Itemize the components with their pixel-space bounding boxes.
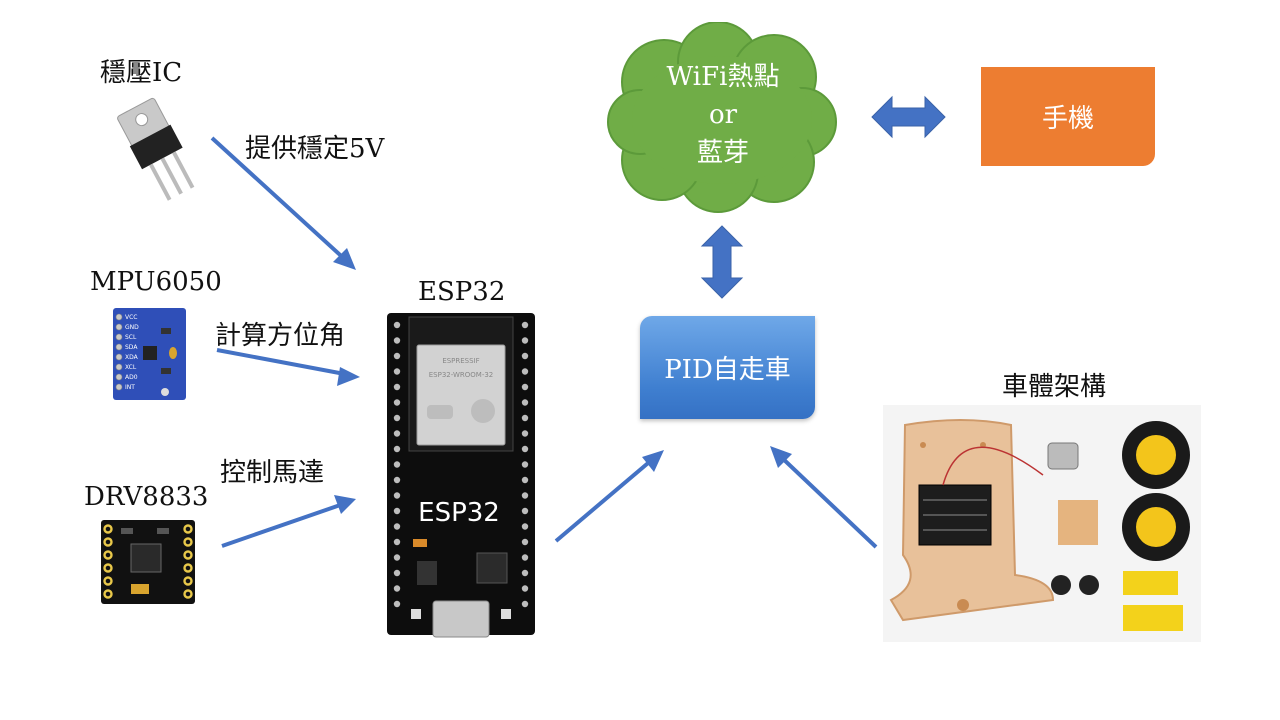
mpu-pin-label: AD0 — [125, 374, 138, 381]
header-pin — [521, 368, 529, 375]
header-pin — [521, 383, 529, 391]
header-pin — [521, 538, 529, 546]
header-pin — [521, 492, 529, 499]
pid-car-box-label: PID自走車 — [664, 355, 791, 385]
header-pin — [521, 414, 529, 422]
arrowhead — [337, 367, 360, 386]
arrow-regulator-to-esp32 — [210, 136, 352, 266]
header-pin — [393, 476, 401, 484]
cloud-text: WiFi熱點 or 藍芽 — [612, 58, 834, 172]
header-pin — [521, 476, 529, 484]
header-pin — [393, 368, 401, 375]
header-pin — [393, 569, 401, 577]
header-pin — [521, 399, 529, 406]
module-brand-text: ESPRESSIF — [442, 357, 479, 365]
drv-description: 控制馬達 — [220, 458, 325, 488]
mpu-pin-label: XCL — [125, 364, 137, 371]
connectivity-cloud — [607, 22, 837, 213]
header-pin — [521, 585, 529, 592]
header-pin — [393, 399, 401, 406]
header-pin — [393, 445, 401, 453]
esp32-board-text: ESP32 — [418, 498, 500, 528]
esp32-title: ESP32 — [418, 277, 506, 307]
mpu-pin-label: VCC — [125, 314, 137, 321]
header-pin — [393, 337, 401, 344]
cloud-line-bluetooth: 藍芽 — [696, 138, 749, 168]
phone-box: 手機 — [981, 67, 1155, 166]
arrowhead — [642, 450, 664, 472]
arrow-chassis-to-pid — [778, 454, 878, 549]
header-pin — [521, 461, 529, 468]
header-pin — [393, 383, 401, 391]
arrowhead — [334, 495, 356, 514]
header-pin — [393, 523, 401, 530]
arrow-drv-to-esp32 — [221, 501, 347, 548]
header-pin — [393, 430, 401, 437]
phone-box-label: 手機 — [1041, 104, 1094, 134]
header-pin — [393, 492, 401, 499]
arrow-esp32-to-pid — [554, 456, 656, 543]
mpu-description: 計算方位角 — [215, 321, 346, 351]
header-pin — [393, 414, 401, 422]
module-model-text: ESP32-WROOM-32 — [429, 371, 494, 379]
header-pin — [521, 321, 529, 329]
esp32-board-image: ESPRESSIF ESP32-WROOM-32 ESP32 — [387, 313, 535, 638]
mpu6050-board-image: VCC GND SCL SDA XDA XCL AD0 INT — [113, 308, 186, 400]
header-pin — [393, 507, 401, 515]
header-pin — [521, 523, 529, 530]
header-pin — [521, 569, 529, 577]
mpu-pin-label: XDA — [125, 354, 139, 361]
mpu-title: MPU6050 — [90, 267, 222, 297]
header-pin — [393, 585, 401, 592]
drv-title: DRV8833 — [84, 482, 209, 512]
regulator-title: 穩壓IC — [100, 58, 183, 88]
mpu-pin-label: GND — [125, 324, 139, 331]
double-arrow-cloud-pid — [700, 225, 744, 299]
regulator-description: 提供穩定5V — [245, 134, 385, 164]
mpu-pin-label: INT — [125, 384, 135, 391]
header-pin — [521, 554, 529, 561]
header-pin — [393, 352, 401, 360]
header-pin — [521, 507, 529, 515]
header-pin — [393, 600, 401, 608]
mpu-pin-label: SDA — [125, 344, 138, 351]
double-arrow-cloud-phone — [871, 95, 946, 139]
drv8833-board-image — [101, 520, 195, 604]
header-pin — [393, 321, 401, 329]
header-pin — [521, 430, 529, 437]
header-pin — [521, 337, 529, 344]
mpu-pin-label: SCL — [125, 334, 137, 341]
header-pin — [521, 445, 529, 453]
header-pin — [521, 352, 529, 360]
cloud-line-wifi: WiFi熱點 — [666, 62, 780, 92]
header-pin — [393, 461, 401, 468]
voltage-regulator-image — [117, 97, 195, 201]
pid-car-box: PID自走車 — [640, 316, 815, 419]
header-pin — [521, 600, 529, 608]
arrowhead — [333, 248, 356, 270]
header-pin — [393, 538, 401, 546]
arrow-mpu-to-esp32 — [216, 348, 351, 377]
header-pin — [393, 554, 401, 561]
car-chassis-image — [883, 405, 1201, 642]
arrowhead — [770, 446, 792, 468]
chassis-title: 車體架構 — [1002, 372, 1107, 402]
cloud-line-or: or — [708, 100, 738, 130]
